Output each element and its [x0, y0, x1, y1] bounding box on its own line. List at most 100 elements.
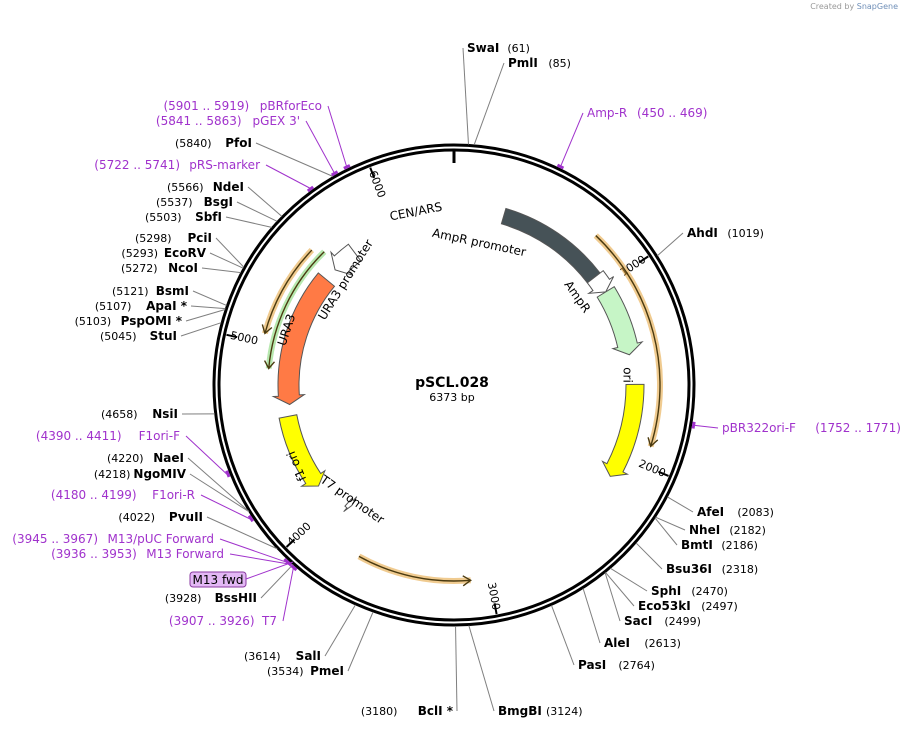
site-name-bsgi: BsgI: [204, 195, 233, 209]
primer-name-pbr322ori-f: pBR322ori-F: [722, 421, 796, 435]
site-pos-bcli: (3180): [361, 705, 398, 718]
primer-amp-r[interactable]: Amp-R(450 .. 469): [587, 106, 707, 120]
site-nsii[interactable]: NsiI(4658): [101, 407, 178, 421]
site-bmti[interactable]: BmtI(2186): [681, 538, 758, 552]
primer-name-t7: T7: [261, 614, 277, 628]
site-sali[interactable]: SalI(3614): [244, 649, 321, 663]
site-name-pspomi: PspOMI *: [121, 314, 183, 328]
site-pos-bsu36i: (2318): [722, 563, 759, 576]
site-stui[interactable]: StuI(5045): [100, 329, 177, 343]
primer-m13-forward[interactable]: M13 Forward(3936 .. 3953): [51, 547, 224, 561]
credit-prefix: Created by: [810, 2, 855, 11]
tick-5000: [226, 333, 238, 339]
site-name-nsii: NsiI: [152, 407, 178, 421]
orf-arcs: [261, 233, 663, 587]
site-ncoi[interactable]: NcoI(5272): [121, 261, 198, 275]
snapgene-credit: Created by SnapGene: [810, 2, 898, 11]
site-pasi[interactable]: PasI (2764): [578, 658, 655, 672]
primer-leader-f1ori-f: [185, 435, 228, 475]
site-name-bsmi: BsmI: [156, 284, 189, 298]
site-leader-eco53ki: [605, 572, 635, 607]
site-bsgi[interactable]: BsgI(5537): [156, 195, 233, 209]
orf-head-2: [261, 324, 273, 335]
site-leader-pvuii: [206, 516, 278, 550]
primer-mark-t7: [290, 564, 298, 572]
feature-ori[interactable]: [601, 383, 645, 477]
site-nhei[interactable]: NheI(2182): [689, 523, 766, 537]
site-leader-naei: [187, 457, 250, 512]
site-name-bmti: BmtI: [681, 538, 713, 552]
site-saci[interactable]: SacI(2499): [624, 614, 701, 628]
site-name-eco53ki: Eco53kI: [638, 599, 691, 613]
site-pspomi[interactable]: PspOMI *(5103): [75, 314, 183, 328]
primer-m13-puc-forward[interactable]: M13/pUC Forward(3945 .. 3967): [12, 532, 214, 546]
site-name-pfoi: PfoI: [225, 136, 252, 150]
site-ahdi[interactable]: AhdI(1019): [687, 226, 764, 240]
site-swai[interactable]: SwaI(61): [467, 41, 530, 55]
site-eco53ki[interactable]: Eco53kI (2497): [638, 599, 738, 613]
site-bcli[interactable]: BclI *(3180): [361, 704, 454, 718]
site-ecorv[interactable]: EcoRV(5293): [121, 246, 206, 260]
site-bsshii[interactable]: BssHII(3928): [165, 591, 257, 605]
site-pmli[interactable]: PmlI(85): [508, 56, 571, 70]
primer-t7[interactable]: T7(3907 .. 3926): [169, 614, 277, 628]
site-apai[interactable]: ApaI *(5107): [95, 299, 188, 313]
tick-3000: [493, 603, 498, 615]
primer-pgex-3[interactable]: pGEX 3'(5841 .. 5863): [156, 114, 300, 128]
primer-prs-marker[interactable]: pRS-marker(5722 .. 5741): [94, 158, 260, 172]
orf-arc-1: [358, 555, 471, 582]
site-pos-afei: (2083): [737, 506, 774, 519]
site-ndei[interactable]: NdeI(5566): [167, 180, 244, 194]
feature-ura3-promoter[interactable]: [330, 243, 362, 276]
primer-range-f1ori-f: (4390 .. 4411): [36, 429, 122, 443]
site-bsmi[interactable]: BsmI(5121): [112, 284, 189, 298]
site-sbfi[interactable]: SbfI(5503): [145, 210, 222, 224]
restriction-sites: SwaI(61)PmlI(85) AhdI(1019) AfeI(2083) NheI…: [75, 41, 774, 718]
site-name-pasi: PasI: [578, 658, 606, 672]
site-name-alei: AleI: [604, 636, 630, 650]
site-name-pvuii: PvuII: [169, 510, 203, 524]
site-pos-ahdi: (1019): [727, 227, 764, 240]
site-leader-nhei: [655, 516, 686, 531]
site-pos-ngomiv: (4218): [94, 468, 131, 481]
feature-label-t7-promoter: T7 promoter: [317, 472, 387, 527]
site-ngomiv[interactable]: NgoMIV(4218): [94, 467, 187, 481]
site-name-apai: ApaI *: [146, 299, 188, 313]
site-pos-pasi: (2764): [618, 659, 655, 672]
primer-f1ori-f[interactable]: F1ori-F(4390 .. 4411): [36, 429, 180, 443]
primer-pbr322ori-f[interactable]: pBR322ori-F(1752 .. 1771): [722, 421, 901, 435]
site-name-naei: NaeI: [153, 451, 184, 465]
highlighted-primer-badge[interactable]: M13 fwd: [189, 571, 247, 588]
site-sphi[interactable]: SphI(2470): [651, 584, 728, 598]
site-pos-eco53ki: (2497): [701, 600, 738, 613]
primer-f1ori-r[interactable]: F1ori-R(4180 .. 4199): [51, 488, 195, 502]
site-bmgbi[interactable]: BmgBI(3124): [498, 704, 583, 718]
primer-range-f1ori-r: (4180 .. 4199): [51, 488, 137, 502]
site-afei[interactable]: AfeI(2083): [697, 505, 774, 519]
site-leader-apai: [190, 305, 226, 310]
site-naei[interactable]: NaeI(4220): [107, 451, 184, 465]
primer-pbrforeco[interactable]: pBRforEco(5901 .. 5919): [163, 99, 322, 113]
m13-fwd-badge-box[interactable]: [189, 571, 247, 588]
primer-leader-pbrforeco: [327, 105, 347, 167]
tick-label-6000: 6000: [366, 169, 388, 200]
feature-ampr[interactable]: [596, 285, 644, 356]
orf-head-0: [647, 437, 659, 448]
primer-leader-pbr322ori-f: [694, 424, 719, 429]
feature-ampr-promoter[interactable]: [586, 269, 615, 295]
site-pcii[interactable]: PciI(5298): [135, 231, 212, 245]
orf-arc-2: [264, 249, 313, 334]
site-pmei[interactable]: PmeI(3534): [267, 664, 344, 678]
site-alei[interactable]: AleI(2613): [604, 636, 681, 650]
site-bsu36i[interactable]: Bsu36I(2318): [666, 562, 758, 576]
site-pos-ncoi: (5272): [121, 262, 158, 275]
site-leader-bsmi: [192, 290, 227, 306]
feature-t7-promoter[interactable]: [343, 496, 358, 513]
site-pfoi[interactable]: PfoI(5840): [175, 136, 252, 150]
site-name-ecorv: EcoRV: [164, 246, 207, 260]
primer-leader-pgex-3: [305, 120, 335, 173]
site-pvuii[interactable]: PvuII(4022): [118, 510, 203, 524]
feature-ura3[interactable]: [271, 272, 336, 406]
feature-f1-ori[interactable]: [278, 414, 326, 487]
primer-leader-m13-forward: [229, 553, 289, 565]
